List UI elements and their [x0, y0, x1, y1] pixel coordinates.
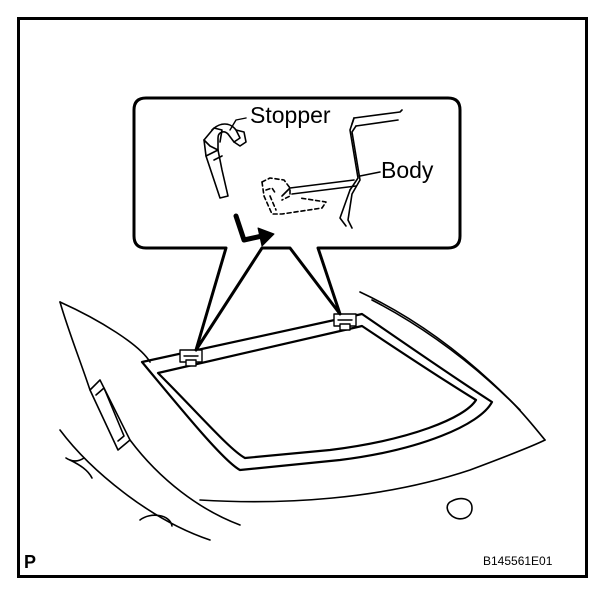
- view-letter: P: [24, 552, 37, 572]
- car-body: [59, 291, 546, 541]
- install-arrow: [233, 213, 275, 247]
- stopper-location-right: [333, 313, 357, 331]
- stopper-location-left: [179, 349, 203, 367]
- body-bracket: [261, 109, 403, 229]
- figure-code: B145561E01: [483, 554, 553, 568]
- body-label: Body: [381, 157, 434, 183]
- rear-window: [140, 312, 494, 472]
- stopper-label: Stopper: [250, 102, 331, 128]
- stopper-part: [203, 117, 247, 199]
- callout-bubble: [132, 96, 462, 352]
